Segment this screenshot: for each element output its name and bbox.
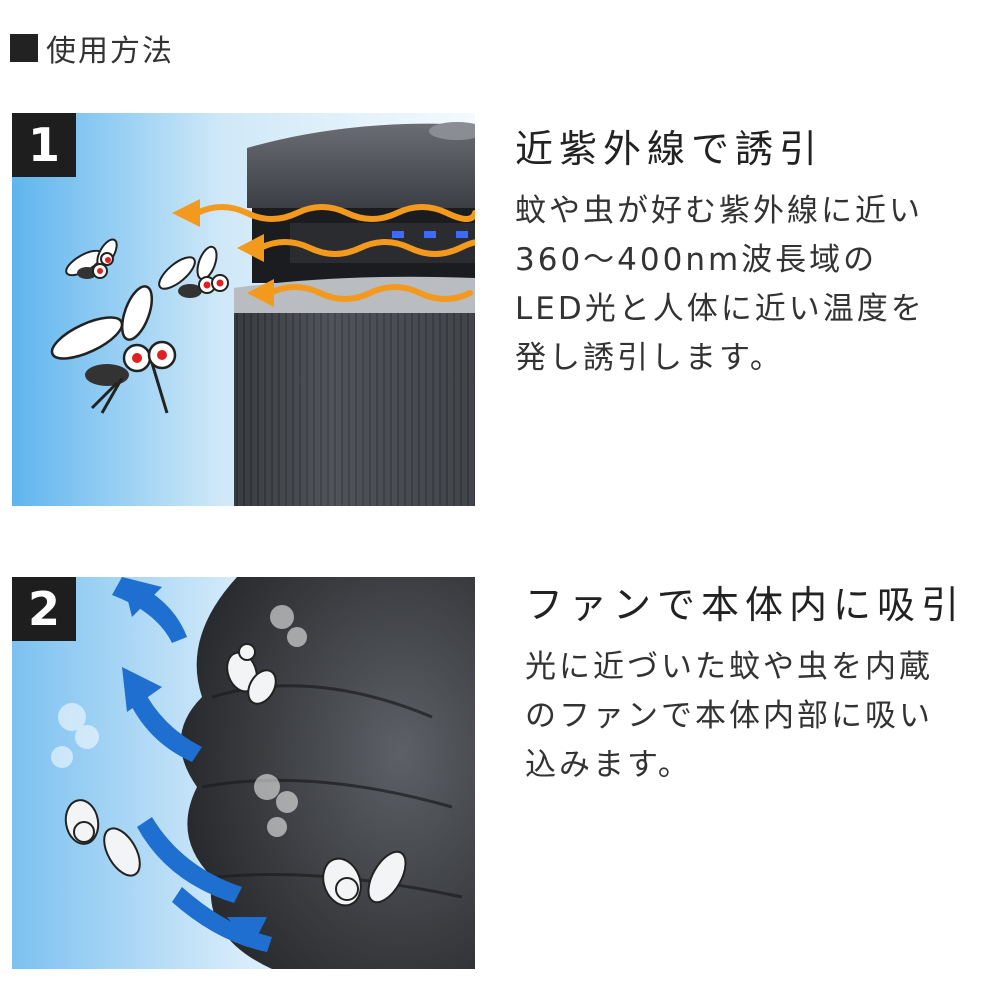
mosquito-icon (65, 238, 118, 279)
bug-icon (322, 850, 407, 907)
step2-illustration: 2 (12, 577, 475, 969)
step2-line: のファンで本体内部に吸い (525, 698, 933, 734)
header-square-icon (10, 34, 38, 62)
step2-description: 光に近づいた蚊や虫を内蔵 のファンで本体内部に吸い 込みます。 (525, 643, 933, 790)
step2-line: 込みます。 (525, 747, 692, 783)
step1-line: LED光と人体に近い温度を (515, 291, 925, 327)
step2-line: 光に近づいた蚊や虫を内蔵 (525, 649, 933, 685)
step1-number-badge: 1 (12, 113, 76, 177)
step1-line: 360〜400nm波長域の (515, 242, 878, 278)
mosquito-icon (158, 245, 229, 298)
light-waves (194, 204, 475, 302)
section-title: 使用方法 (46, 34, 174, 69)
step1-description: 蚊や虫が好む紫外線に近い 360〜400nm波長域の LED光と人体に近い温度を… (515, 187, 925, 383)
section-header: 使用方法 (10, 26, 174, 70)
bug-icon (64, 799, 141, 877)
mosquito-icon (50, 285, 177, 414)
step1-scene (12, 113, 475, 506)
led-light (392, 231, 404, 238)
step2-scene (12, 577, 475, 969)
step1-line: 発し誘引します。 (515, 340, 784, 376)
step2-heading: ファンで本体内に吸引 (525, 583, 966, 627)
step1-illustration: 1 (12, 113, 475, 506)
step2-number-badge: 2 (12, 577, 76, 641)
step1-heading: 近紫外線で誘引 (515, 127, 824, 171)
step1-line: 蚊や虫が好む紫外線に近い (515, 193, 923, 229)
bug-icon (226, 643, 277, 705)
airflow-arrows (112, 577, 272, 952)
